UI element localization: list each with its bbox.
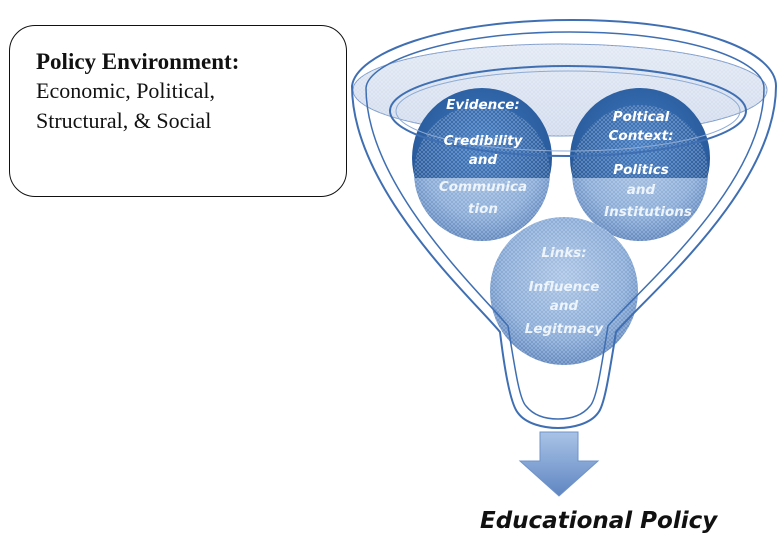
funnel-rim-hatch: [353, 44, 767, 136]
evidence-label-1: Evidence:: [446, 97, 520, 113]
policy-environment-box: Policy Environment: Economic, Political,…: [9, 25, 347, 197]
funnel-inner-outline: [365, 31, 765, 420]
funnel-outline: [350, 18, 778, 430]
links-label-4: Legitmacy: [525, 321, 605, 337]
funnel-inner-ring: [389, 65, 747, 157]
context-label-2: Context:: [609, 128, 674, 144]
context-label-5: Institutions: [604, 204, 692, 220]
evidence-label-4: Communica: [439, 179, 527, 195]
links-label-3: and: [550, 298, 579, 314]
down-arrow-icon: [518, 431, 600, 497]
evidence-label-3: and: [469, 152, 498, 168]
educational-policy-label: Educational Policy: [480, 508, 718, 534]
evidence-label-5: tion: [468, 201, 498, 217]
evidence-label-2: Credibility: [444, 133, 524, 149]
policy-environment-line-1: Economic, Political,: [36, 78, 216, 103]
policy-environment-title: Policy Environment:: [36, 49, 240, 74]
policy-environment-line-2: Structural, & Social: [36, 108, 212, 133]
context-label-1: Poltical: [613, 109, 670, 125]
links-label-1: Links:: [541, 245, 586, 261]
context-label-3: Politics: [613, 162, 669, 178]
links-label-2: Influence: [529, 279, 600, 295]
context-label-4: and: [627, 182, 656, 198]
